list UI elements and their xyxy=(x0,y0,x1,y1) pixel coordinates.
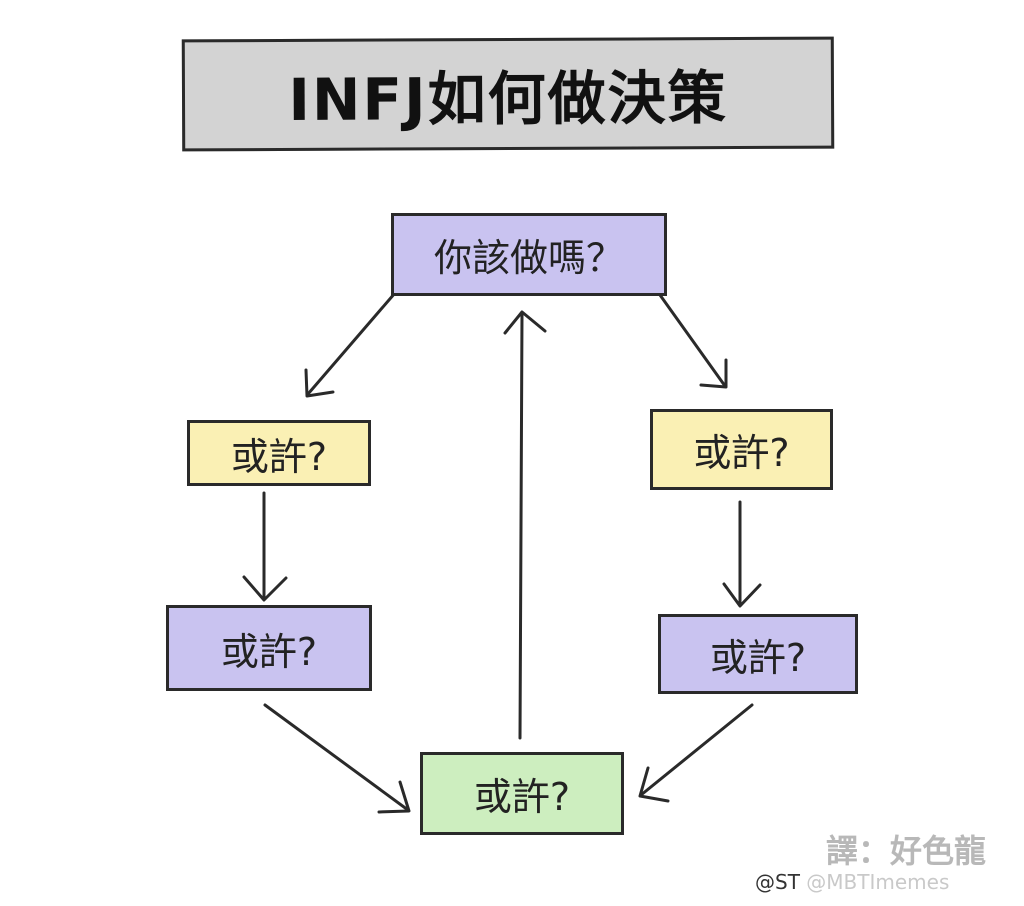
arrow-bottom-to-top xyxy=(518,312,524,740)
node-bottom-label: 或許? xyxy=(473,775,571,819)
translator-watermark: 譯：好色龍 xyxy=(826,832,987,870)
arrow-left-to-bottom xyxy=(263,703,410,812)
arrow-top-to-right xyxy=(658,293,727,388)
credit-handle: @MBTImemes xyxy=(806,870,950,894)
node-right-upper-label: 或許? xyxy=(693,431,790,475)
arrow-top-to-left xyxy=(306,291,397,396)
node-should-you-do-it: 你該做嗎？ xyxy=(391,213,667,296)
arrowhead-bottom-to-top xyxy=(503,310,547,335)
node-maybe-right-lower: 或許? xyxy=(658,614,858,694)
arrowhead-right-to-bottom xyxy=(638,766,670,803)
node-maybe-left-lower: 或許? xyxy=(166,605,372,691)
arrow-right-to-bottom xyxy=(639,703,754,797)
node-right-lower-label: 或許? xyxy=(709,635,807,680)
node-maybe-bottom: 或許? xyxy=(420,752,624,835)
arrowhead-right-down xyxy=(722,582,762,608)
node-maybe-right-upper: 或許? xyxy=(650,409,833,490)
credit-prefix: @ST xyxy=(755,870,800,894)
node-maybe-left-upper: 或許? xyxy=(187,420,371,486)
node-top-label: 你該做嗎？ xyxy=(433,236,624,280)
arrowhead-top-to-right xyxy=(699,358,728,389)
credit-line: @ST @MBTImemes xyxy=(755,870,949,894)
node-left-lower-label: 或許? xyxy=(220,629,318,674)
arrowhead-left-down xyxy=(242,575,288,602)
arrowhead-top-to-left xyxy=(304,368,335,398)
arrowhead-left-to-bottom xyxy=(377,780,411,814)
node-left-upper-label: 或許? xyxy=(230,434,328,479)
